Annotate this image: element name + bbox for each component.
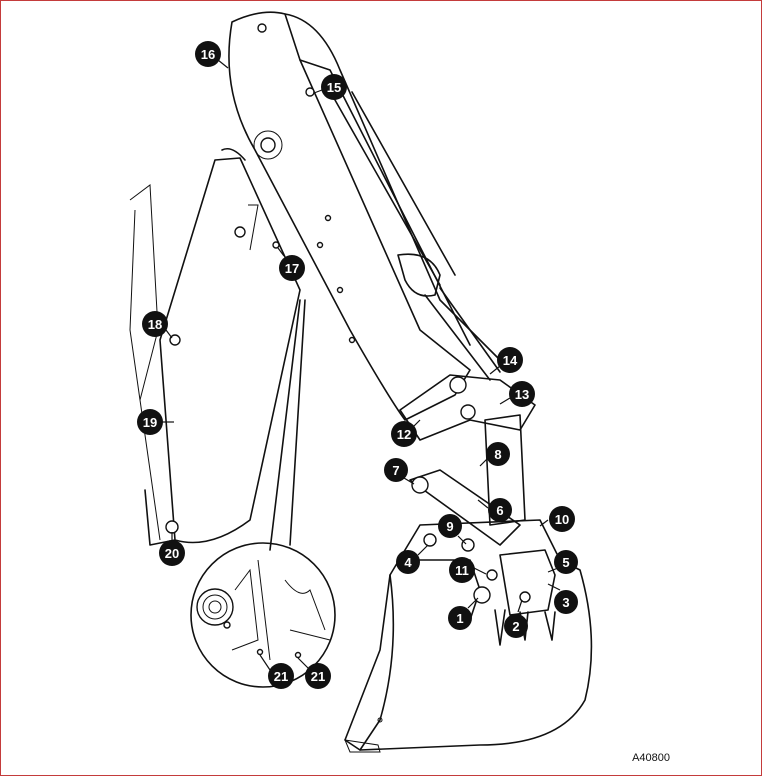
callout-number: 3 — [562, 595, 569, 610]
hydraulic-cylinder — [334, 91, 501, 381]
callout-2: 2 — [504, 599, 528, 638]
callout-number: 11 — [455, 563, 469, 578]
callout-10: 10 — [539, 506, 575, 532]
callout-9: 9 — [438, 514, 467, 545]
callout-number: 7 — [392, 463, 399, 478]
callout-21a: 21 — [259, 654, 294, 689]
callout-17: 17 — [277, 247, 305, 281]
callout-3: 3 — [547, 583, 578, 614]
callout-21b: 21 — [297, 657, 331, 689]
callout-1: 1 — [448, 597, 479, 630]
callout-number: 1 — [456, 611, 463, 626]
callout-16: 16 — [195, 41, 229, 69]
bucket — [344, 519, 593, 753]
callout-number: 6 — [496, 503, 503, 518]
callout-19: 19 — [137, 409, 174, 435]
callout-20: 20 — [159, 532, 185, 566]
callout-11: 11 — [449, 557, 487, 583]
callout-number: 16 — [201, 47, 215, 62]
dipper-body — [129, 147, 301, 546]
callout-6: 6 — [477, 498, 512, 522]
callout-number: 2 — [512, 619, 519, 634]
callout-number: 9 — [446, 519, 453, 534]
callout-18: 18 — [142, 311, 173, 339]
callout-number: 13 — [515, 387, 529, 402]
detail-inset — [190, 299, 336, 688]
callout-15: 15 — [313, 74, 347, 100]
callout-5: 5 — [547, 550, 578, 574]
callout-number: 14 — [503, 353, 518, 368]
callout-number: 10 — [555, 512, 569, 527]
callout-number: 8 — [494, 447, 501, 462]
callout-7: 7 — [384, 458, 415, 485]
callout-number: 21 — [274, 669, 288, 684]
callout-12: 12 — [391, 419, 421, 447]
callout-number: 21 — [311, 669, 325, 684]
callout-number: 4 — [404, 555, 412, 570]
callout-number: 5 — [562, 555, 569, 570]
callout-number: 17 — [285, 261, 299, 276]
callout-14: 14 — [489, 347, 523, 375]
callout-number: 12 — [397, 427, 411, 442]
boom-arm — [228, 11, 501, 421]
figure-id-label: A40800 — [632, 752, 670, 764]
callout-13: 13 — [499, 381, 535, 407]
callout-number: 19 — [143, 415, 157, 430]
callout-number: 20 — [165, 546, 179, 561]
callout-4: 4 — [396, 544, 429, 574]
callout-number: 15 — [327, 80, 341, 95]
callout-8: 8 — [479, 442, 510, 467]
callout-number: 18 — [148, 317, 162, 332]
